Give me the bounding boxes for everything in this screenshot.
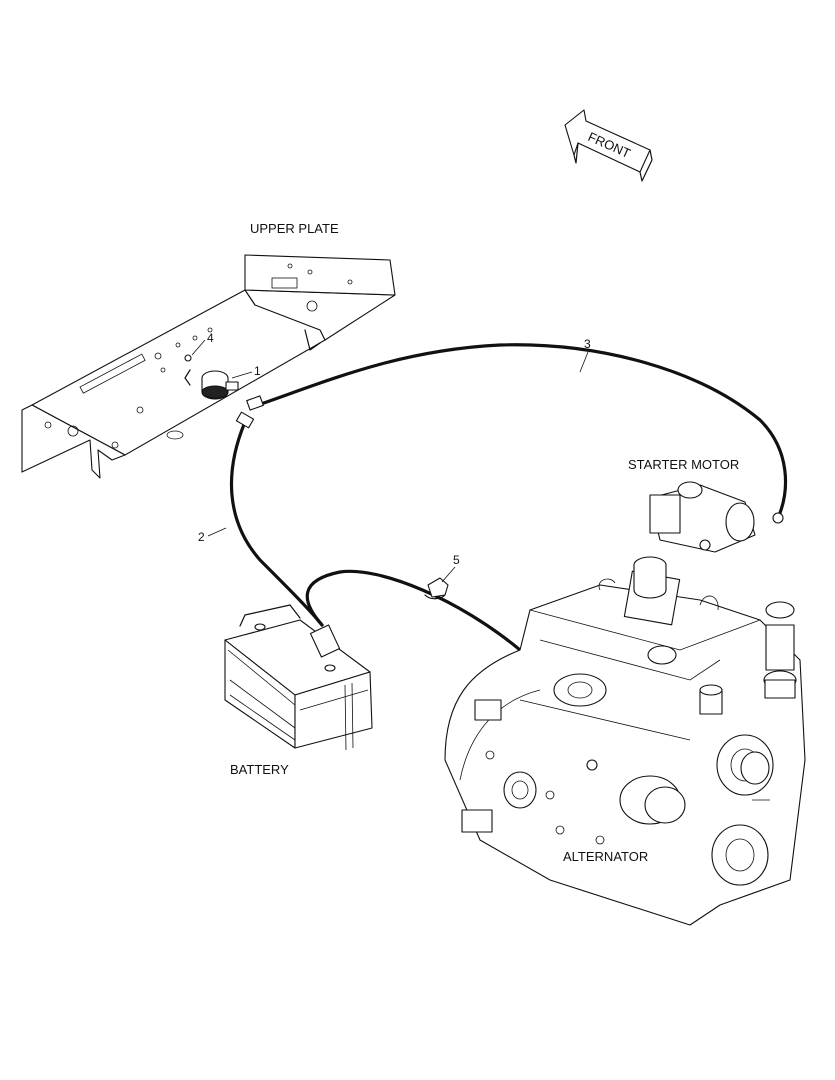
callout-4: 4 [207,331,214,345]
upper-plate [21,254,396,479]
battery-switch [184,354,239,400]
callout-2: 2 [198,530,205,544]
upper-plate-label: UPPER PLATE [250,221,339,236]
cable-3 [256,343,788,520]
engine [444,556,806,926]
battery-label: BATTERY [230,762,289,777]
clip-5 [424,577,449,600]
starter-motor-label: STARTER MOTOR [628,457,739,472]
callout-3: 3 [584,337,591,351]
starter-motor [649,481,784,553]
callout-5: 5 [453,553,460,567]
front-arrow: FRONT [564,109,653,182]
callouts: 1 2 3 4 5 [191,331,770,801]
cable-2 [229,420,324,627]
battery [224,604,373,751]
alternator-label: ALTERNATOR [563,849,648,864]
callout-1: 1 [254,364,261,378]
switch-terminals [235,395,264,429]
